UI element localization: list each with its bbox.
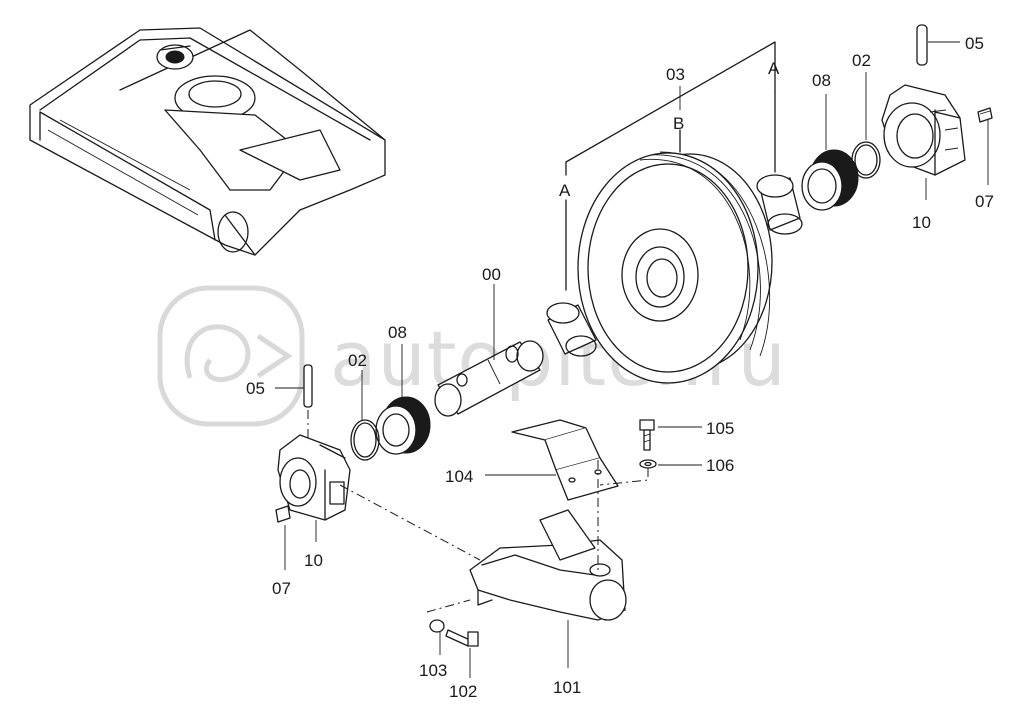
callout-00: 00 [482, 265, 501, 284]
leader-lines [275, 41, 989, 678]
section-label-a-right: A [768, 59, 780, 78]
callout-08-left: 08 [388, 323, 407, 342]
callout-02-left: 02 [348, 351, 367, 370]
part-bushing-right [756, 174, 803, 235]
callout-102: 102 [449, 682, 477, 701]
callout-10-left: 10 [304, 551, 323, 570]
part-104-cover-plate [511, 419, 619, 501]
callout-05-right: 05 [965, 34, 984, 53]
part-106-washer [639, 459, 657, 469]
part-05-pin-right [916, 24, 928, 66]
part-00-shaft [434, 340, 544, 417]
part-105-bolt [639, 419, 655, 451]
part-03-idler-wheel [577, 151, 773, 384]
part-08-seal-left [375, 396, 431, 455]
callout-10-right: 10 [912, 213, 931, 232]
callout-07-right: 07 [975, 192, 994, 211]
part-07-bolt-left [275, 505, 291, 523]
part-05-pin-left [303, 364, 313, 408]
watermark-logo-arrow [256, 333, 293, 379]
undercarriage-overview [29, 27, 386, 256]
callout-07-left: 07 [272, 579, 291, 598]
part-08-seal-right [801, 149, 859, 211]
part-101-yoke [469, 509, 627, 621]
callout-02-right: 02 [852, 51, 871, 70]
part-bushing-left [546, 302, 597, 357]
section-label-a-left: A [559, 181, 571, 200]
section-label-b: B [673, 114, 684, 133]
callout-05-left: 05 [246, 379, 265, 398]
callout-03: 03 [666, 65, 685, 84]
part-10-bracket-right [881, 84, 966, 176]
part-103-washer [429, 619, 445, 633]
callout-106: 106 [706, 456, 734, 475]
callout-104: 104 [445, 467, 473, 486]
callout-08-right: 08 [812, 71, 831, 90]
callout-labels: 05 02 08 03 A B A 07 10 00 08 02 05 104 … [246, 34, 994, 701]
part-10-bracket-left [277, 434, 351, 521]
watermark-logo-a [184, 324, 251, 382]
assembly-center-lines [307, 410, 649, 613]
callout-101: 101 [553, 678, 581, 697]
watermark-logo-frame [157, 285, 305, 427]
part-02-oring-left [350, 419, 380, 461]
callout-105: 105 [706, 419, 734, 438]
part-07-bolt-right [977, 107, 993, 123]
part-102-bolt [445, 629, 479, 647]
section-bracket [565, 41, 776, 291]
callout-103: 103 [419, 661, 447, 680]
